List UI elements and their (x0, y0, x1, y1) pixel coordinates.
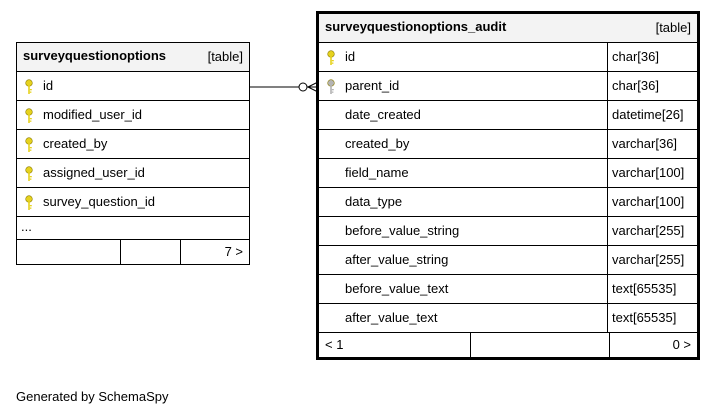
column-row[interactable]: survey_question_id (17, 188, 249, 217)
column-name: survey_question_id (43, 194, 156, 209)
column-name: parent_id (345, 78, 400, 93)
column-name: id (43, 78, 54, 93)
table-name[interactable]: surveyquestionoptions (23, 48, 167, 63)
column-row[interactable]: parent_id char[36] (319, 72, 697, 101)
primary-key-icon (327, 50, 335, 66)
column-row[interactable]: date_created datetime[26] (319, 101, 697, 130)
column-name: created_by (345, 136, 410, 151)
table-header: surveyquestionoptions [table] (17, 43, 249, 72)
column-name-cell: created_by (319, 130, 607, 158)
column-row[interactable]: assigned_user_id (17, 159, 249, 188)
generated-by-footer: Generated by SchemaSpy (16, 389, 169, 404)
zero-marker (298, 82, 308, 92)
crowfoot-lower (307, 86, 319, 93)
footer-children-count[interactable]: 0 > (609, 333, 697, 357)
table-footer: < 1 0 > (319, 333, 697, 357)
footer-children-count[interactable]: 7 > (180, 240, 249, 264)
column-name: data_type (345, 194, 403, 209)
primary-key-icon (25, 79, 33, 95)
column-type: varchar[36] (607, 130, 697, 158)
column-row[interactable]: after_value_string varchar[255] (319, 246, 697, 275)
column-name-cell: after_value_string (319, 246, 607, 274)
foreign-key-icon (327, 79, 335, 95)
column-row[interactable]: data_type varchar[100] (319, 188, 697, 217)
column-row[interactable]: id (17, 72, 249, 101)
column-name: before_value_text (345, 281, 449, 296)
column-name-cell: assigned_user_id (17, 159, 249, 187)
column-type: varchar[255] (607, 246, 697, 274)
column-name: id (345, 49, 356, 64)
table-surveyquestionoptions: surveyquestionoptions [table] id modified… (16, 42, 250, 265)
table-name[interactable]: surveyquestionoptions_audit (325, 19, 507, 34)
column-name: modified_user_id (43, 107, 143, 122)
column-row[interactable]: created_by (17, 130, 249, 159)
table-type-label: [table] (655, 20, 691, 35)
column-name-cell: id (319, 43, 607, 71)
primary-key-icon (25, 195, 33, 211)
column-type: varchar[100] (607, 188, 697, 216)
footer-middle (470, 333, 609, 357)
column-type: text[65535] (607, 275, 697, 303)
column-name: assigned_user_id (43, 165, 145, 180)
column-type: char[36] (607, 72, 697, 100)
column-row[interactable]: before_value_text text[65535] (319, 275, 697, 304)
column-name: after_value_text (345, 310, 438, 325)
column-type: datetime[26] (607, 101, 697, 129)
column-type: varchar[100] (607, 159, 697, 187)
table-surveyquestionoptions-audit: surveyquestionoptions_audit [table] id ch… (316, 11, 700, 360)
table-footer: 7 > (17, 240, 249, 264)
primary-key-icon (25, 137, 33, 153)
column-name: after_value_string (345, 252, 449, 267)
column-name: date_created (345, 107, 421, 122)
column-name-cell: parent_id (319, 72, 607, 100)
column-name-cell: modified_user_id (17, 101, 249, 129)
table-type-label: [table] (207, 49, 243, 64)
column-name-cell: data_type (319, 188, 607, 216)
table-header: surveyquestionoptions_audit [table] (319, 14, 697, 43)
column-name-cell: id (17, 72, 249, 100)
primary-key-icon (25, 108, 33, 124)
primary-key-icon (25, 166, 33, 182)
column-row[interactable]: created_by varchar[36] (319, 130, 697, 159)
column-type: varchar[255] (607, 217, 697, 245)
footer-parents-count[interactable]: < 1 (325, 337, 344, 352)
column-name: field_name (345, 165, 409, 180)
column-type: char[36] (607, 43, 697, 71)
crowfoot-upper (307, 81, 319, 88)
column-name-cell: before_value_text (319, 275, 607, 303)
column-name-cell: date_created (319, 101, 607, 129)
column-name-cell: field_name (319, 159, 607, 187)
column-row[interactable]: field_name varchar[100] (319, 159, 697, 188)
column-name: before_value_string (345, 223, 460, 238)
column-row[interactable]: after_value_text text[65535] (319, 304, 697, 333)
column-row[interactable]: modified_user_id (17, 101, 249, 130)
column-name-cell: after_value_text (319, 304, 607, 332)
column-row[interactable]: id char[36] (319, 43, 697, 72)
column-name: created_by (43, 136, 108, 151)
column-name-cell: survey_question_id (17, 188, 249, 216)
column-row[interactable]: before_value_string varchar[255] (319, 217, 697, 246)
column-name-cell: created_by (17, 130, 249, 158)
footer-middle (120, 240, 180, 264)
more-columns-ellipsis: ... (17, 217, 249, 240)
column-name-cell: before_value_string (319, 217, 607, 245)
column-type: text[65535] (607, 304, 697, 332)
